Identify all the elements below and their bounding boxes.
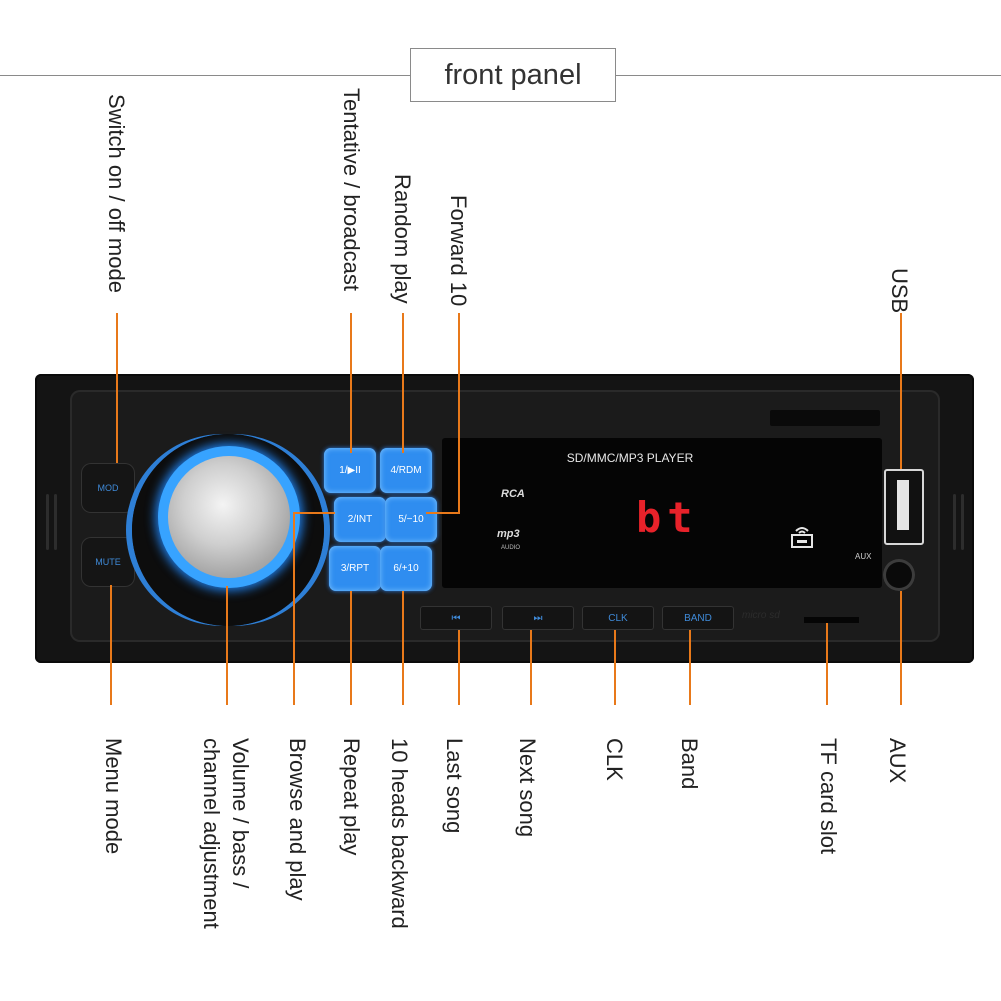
right-vent xyxy=(953,494,956,550)
leader-menu xyxy=(110,585,112,705)
leader-next xyxy=(530,630,532,705)
clk-button-label: CLK xyxy=(608,612,628,624)
leader-backward xyxy=(402,591,404,705)
leader-repeat xyxy=(350,591,352,705)
leader-forward-horizontal xyxy=(426,512,460,514)
tf-card-slot[interactable] xyxy=(804,617,859,623)
label-switch-mode: Switch on / off mode xyxy=(104,94,129,293)
mute-button[interactable]: MUTE xyxy=(81,537,135,587)
rca-logo: RCA xyxy=(501,488,525,500)
display-screen xyxy=(442,438,882,588)
leader-band xyxy=(689,630,691,705)
leader-tf xyxy=(826,623,828,705)
leader-usb xyxy=(900,313,902,469)
label-forward-10: Forward 10 xyxy=(446,195,471,307)
leader-random xyxy=(402,313,404,453)
volume-knob[interactable] xyxy=(168,456,290,578)
disc-slot xyxy=(770,410,880,426)
leader-browse xyxy=(293,512,295,705)
micro-sd-print: micro sd xyxy=(742,610,780,621)
label-usb: USB xyxy=(887,268,912,314)
usb-port-insert xyxy=(897,480,909,530)
label-menu-mode: Menu mode xyxy=(101,738,126,855)
clk-button[interactable]: CLK xyxy=(582,606,654,630)
leader-forward xyxy=(458,313,460,513)
leader-browse-horizontal xyxy=(293,512,335,514)
leader-aux xyxy=(900,591,902,705)
label-repeat-play: Repeat play xyxy=(339,738,364,856)
button-4-random[interactable]: 4/RDM xyxy=(380,448,432,493)
right-vent xyxy=(961,494,964,550)
button-2-intro[interactable]: 2/INT xyxy=(334,497,386,542)
label-10-heads-backward: 10 heads backward xyxy=(387,738,412,929)
prev-track-button[interactable]: ⏮ xyxy=(420,606,492,630)
label-volume-line2: channel adjustment xyxy=(199,738,224,929)
title-rule-left xyxy=(0,75,410,76)
next-track-icon: ⏭ xyxy=(533,612,543,624)
leader-clk xyxy=(614,630,616,705)
title-rule-right xyxy=(614,75,1001,76)
label-next-song: Next song xyxy=(515,738,540,838)
mp3-logo: mp3 xyxy=(497,528,520,540)
mode-button[interactable]: MOD xyxy=(81,463,135,513)
leader-volume xyxy=(226,586,228,705)
label-volume-line1: Volume / bass / xyxy=(228,738,253,889)
mode-button-label: MOD xyxy=(97,483,119,493)
mute-button-label: MUTE xyxy=(95,557,121,567)
label-clk: CLK xyxy=(602,738,627,781)
next-track-button[interactable]: ⏭ xyxy=(502,606,574,630)
label-band: Band xyxy=(677,738,702,790)
button-3-repeat[interactable]: 3/RPT xyxy=(329,546,381,591)
leader-tentative xyxy=(350,313,352,453)
band-button[interactable]: BAND xyxy=(662,606,734,630)
button-6-plus-10[interactable]: 6/+10 xyxy=(380,546,432,591)
label-aux: AUX xyxy=(885,738,910,784)
button-1-play-pause[interactable]: 1/▶II xyxy=(324,448,376,493)
label-random-play: Random play xyxy=(390,174,415,304)
button-5-label: 5/−10 xyxy=(398,514,424,525)
button-4-label: 4/RDM xyxy=(390,465,422,476)
button-3-label: 3/RPT xyxy=(340,563,370,574)
screen-title: SD/MMC/MP3 PLAYER xyxy=(566,451,694,465)
leader-switch-mode xyxy=(116,313,118,463)
left-vent xyxy=(54,494,57,550)
button-1-label: 1/▶II xyxy=(339,465,361,476)
diagram-title: front panel xyxy=(410,48,616,102)
leader-last xyxy=(458,630,460,705)
aux-jack[interactable] xyxy=(883,559,915,591)
label-browse-play: Browse and play xyxy=(285,738,310,901)
audio-logo-text: AUDIO xyxy=(501,545,521,551)
label-last-song: Last song xyxy=(442,738,467,834)
button-5-minus-10[interactable]: 5/−10 xyxy=(385,497,437,542)
band-button-label: BAND xyxy=(684,612,712,624)
label-tf-card-slot: TF card slot xyxy=(816,738,841,855)
button-2-label: 2/INT xyxy=(347,514,373,525)
left-vent xyxy=(46,494,49,550)
segment-display: bt xyxy=(636,493,699,542)
button-6-label: 6/+10 xyxy=(393,563,419,574)
label-tentative-broadcast: Tentative / broadcast xyxy=(339,88,364,292)
aux-print: AUX xyxy=(855,552,871,561)
bluetooth-phone-icon xyxy=(791,527,813,548)
prev-track-icon: ⏮ xyxy=(451,612,461,624)
